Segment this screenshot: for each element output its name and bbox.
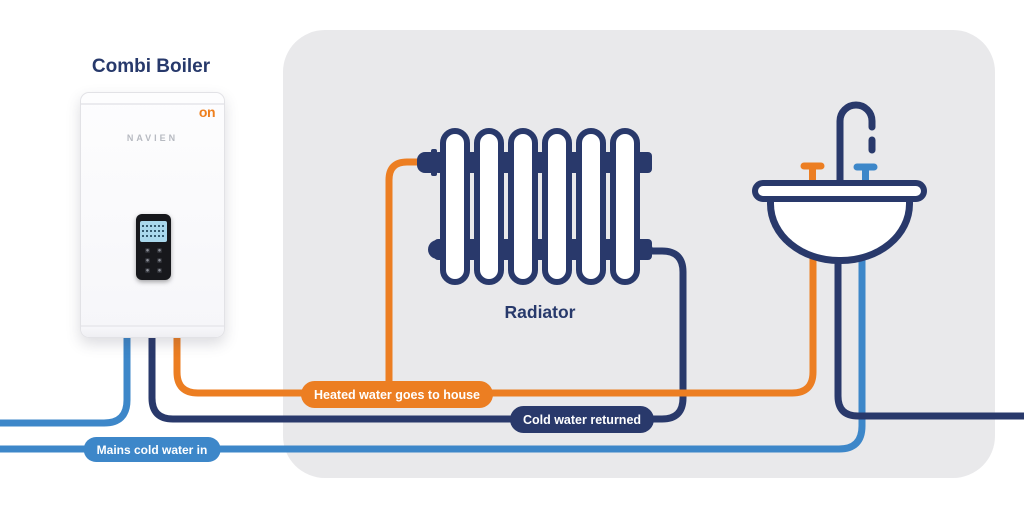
radiator-bottom-left-plug — [428, 240, 440, 259]
radiator-inlet-flange — [431, 149, 437, 176]
faucet-icon — [836, 101, 876, 204]
radiator-fin — [542, 128, 572, 285]
lcd-text-row — [142, 225, 165, 227]
radiator-inlet-valve — [417, 152, 434, 173]
boiler-bottom-cap — [81, 325, 224, 337]
radiator-fin — [474, 128, 504, 285]
radiator-top-right-plug — [640, 154, 652, 173]
keypad-button[interactable] — [145, 258, 150, 263]
radiator-label: Radiator — [504, 302, 576, 322]
radiator-outlet — [640, 241, 653, 260]
boiler-top-cap — [81, 93, 224, 105]
keypad-button[interactable] — [157, 248, 162, 253]
mains-cold-water-pipe — [0, 240, 866, 453]
keypad-button[interactable] — [157, 258, 162, 263]
mains-cold-boiler-feed-pipe — [0, 330, 131, 427]
lcd-text-row — [142, 230, 165, 232]
heated-water-label: Heated water goes to house — [300, 381, 494, 408]
sink-drain-pipe — [834, 240, 1024, 420]
radiator-fin — [508, 128, 538, 285]
boiler-brand-logo: NAVIEN — [126, 133, 179, 143]
heated-water-radiator-branch-pipe — [385, 158, 426, 396]
radiator-fin — [440, 128, 470, 285]
radiator-fin — [610, 128, 640, 285]
keypad-button[interactable] — [145, 248, 150, 253]
mains-cold-water-label: Mains cold water in — [83, 437, 221, 462]
cold-water-returned-label: Cold water returned — [509, 406, 655, 433]
cold-water-returned-pipe — [148, 247, 687, 423]
sink-rim — [752, 180, 927, 202]
combi-boiler: NAVIEN on — [80, 92, 225, 338]
lcd-text-row — [142, 235, 165, 237]
boiler-lcd-screen — [140, 221, 167, 242]
navien-on-logo: on — [198, 104, 216, 120]
boiler-control-panel[interactable] — [136, 214, 171, 280]
combi-boiler-title: Combi Boiler — [91, 56, 211, 77]
radiator-fin — [576, 128, 606, 285]
keypad-button[interactable] — [157, 268, 162, 273]
keypad-button[interactable] — [145, 268, 150, 273]
heated-water-pipe — [173, 240, 817, 397]
